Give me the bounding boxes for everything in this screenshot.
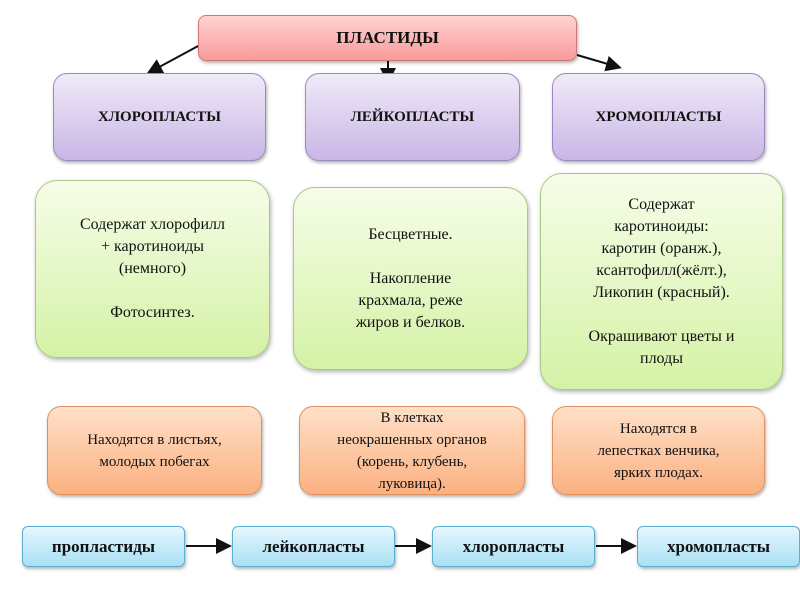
type-leucoplasts: ЛЕЙКОПЛАСТЫ: [305, 73, 520, 161]
type-chromoplasts: ХРОМОПЛАСТЫ: [552, 73, 765, 161]
type-chloroplasts: ХЛОРОПЛАСТЫ: [53, 73, 266, 161]
chloroplasts-description: Содержат хлорофилл + каротиноиды (немног…: [35, 180, 270, 358]
chromoplasts-location: Находятся в лепестках венчика, ярких пло…: [552, 406, 765, 495]
seq-chloroplasts: хлоропласты: [432, 526, 595, 567]
arrow-to-chromoplasts: [576, 54, 622, 72]
leucoplasts-description: Бесцветные. Накопление крахмала, реже жи…: [293, 187, 528, 370]
root-plastids: ПЛАСТИДЫ: [198, 15, 577, 61]
arrow-to-chloroplasts: [146, 44, 201, 74]
seq-leucoplasts: лейкопласты: [232, 526, 395, 567]
chromoplasts-description: Содержат каротиноиды: каротин (оранж.), …: [540, 173, 783, 390]
chloroplasts-location: Находятся в листьях, молодых побегах: [47, 406, 262, 495]
seq-proplastids: пропластиды: [22, 526, 185, 567]
seq-chromoplasts: хромопласты: [637, 526, 800, 567]
leucoplasts-location: В клетках неокрашенных органов (корень, …: [299, 406, 525, 495]
